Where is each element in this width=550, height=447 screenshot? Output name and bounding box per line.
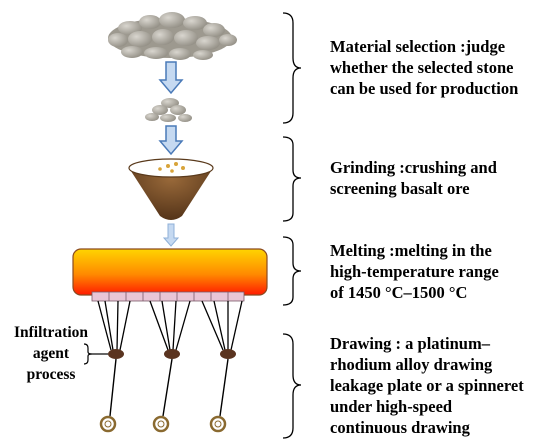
step-line: continuous drawing xyxy=(330,418,470,437)
winder-spool-icon xyxy=(99,415,227,433)
step-melting: Melting :melting in the high-temperature… xyxy=(330,240,499,303)
brace-grinding xyxy=(282,136,302,222)
infiltration-bracket xyxy=(83,343,108,365)
step-line: under high-speed xyxy=(330,397,453,416)
step-line: leakage plate or a spinneret xyxy=(330,376,524,395)
step-line: Material selection :judge xyxy=(330,37,506,56)
step-grinding: Grinding :crushing and screening basalt … xyxy=(330,157,497,199)
infiltration-agent-label: Infiltration agent process xyxy=(6,322,96,385)
grinding-cone-icon xyxy=(128,158,214,220)
down-arrow-icon xyxy=(158,61,184,95)
small-stones-icon xyxy=(145,98,192,122)
stone-pile-icon xyxy=(108,12,237,60)
down-arrow-icon xyxy=(158,125,184,156)
brace-melting xyxy=(282,236,302,306)
label-line: process xyxy=(26,366,76,383)
step-line: can be used for production xyxy=(330,79,519,98)
fiber-strands xyxy=(97,300,243,351)
label-line: Infiltration xyxy=(13,324,89,341)
step-line: high-temperature range xyxy=(330,262,499,281)
step-line: of 1450 °C–1500 °C xyxy=(330,283,468,302)
down-arrow-icon xyxy=(162,223,180,247)
label-line: agent xyxy=(32,345,70,362)
brace-material-selection xyxy=(282,12,302,124)
melting-furnace-icon xyxy=(72,248,268,296)
step-line: rhodium alloy drawing xyxy=(330,355,493,374)
fiber-strands-lower xyxy=(109,358,229,417)
sizing-applicator-icon xyxy=(108,349,236,359)
step-line: Melting :melting in the xyxy=(330,241,492,260)
step-line: Grinding :crushing and xyxy=(330,158,497,177)
step-line: screening basalt ore xyxy=(330,179,470,198)
step-line: whether the selected stone xyxy=(330,58,514,77)
bushing-plate-icon xyxy=(91,291,245,302)
step-line: Drawing : a platinum– xyxy=(330,334,490,353)
brace-drawing xyxy=(282,333,302,439)
step-material-selection: Material selection :judge whether the se… xyxy=(330,36,518,99)
step-drawing: Drawing : a platinum– rhodium alloy draw… xyxy=(330,333,524,438)
